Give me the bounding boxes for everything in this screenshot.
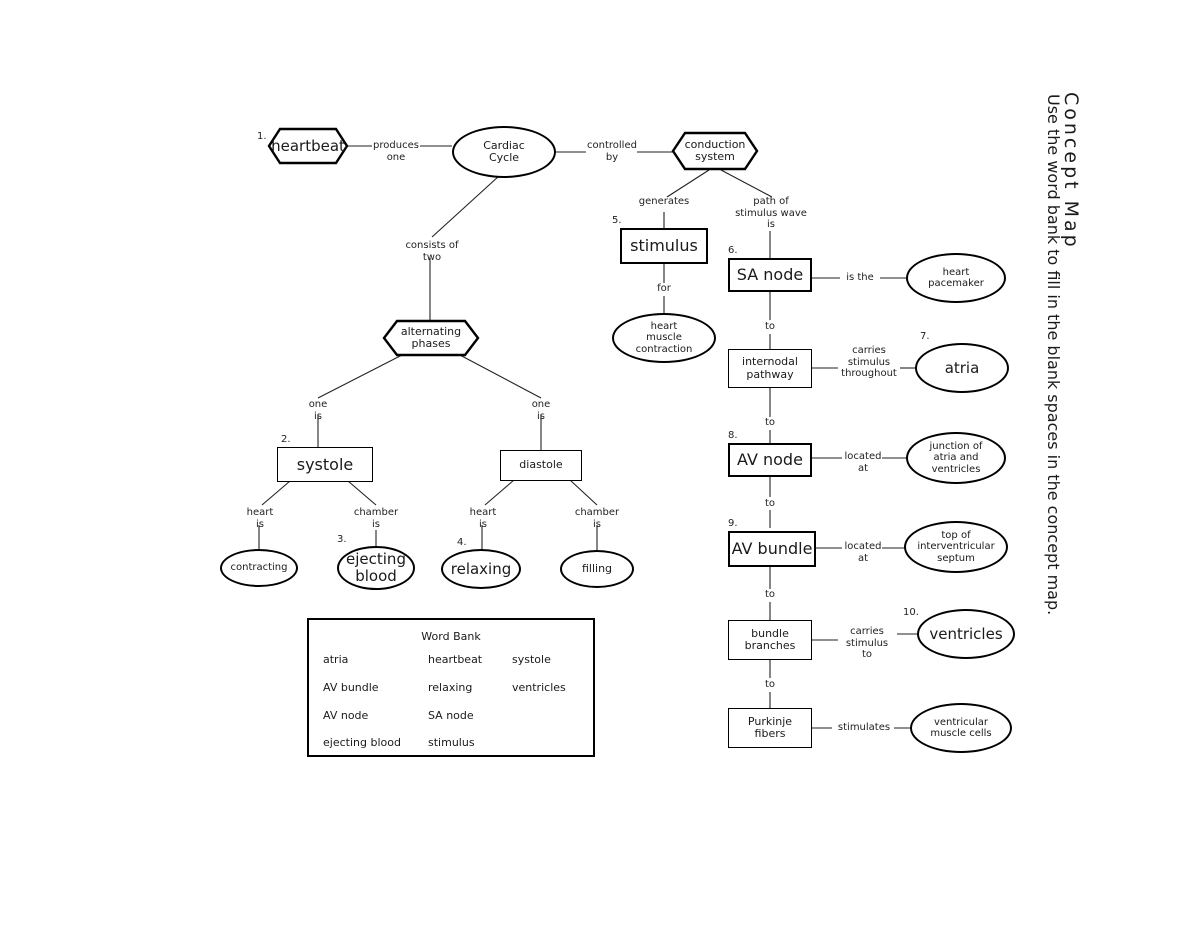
- node-contracting[interactable]: contracting: [220, 549, 298, 587]
- node-sa-node[interactable]: SA node: [728, 258, 812, 292]
- link-to-3: to: [764, 498, 776, 509]
- blank-number-10: 10.: [903, 607, 919, 618]
- node-stimulus[interactable]: stimulus: [620, 228, 708, 264]
- link-is-the: is the: [846, 272, 874, 283]
- node-systole-label: systole: [296, 454, 354, 474]
- node-atria-label: atria: [944, 358, 980, 377]
- word-bank-item: ejecting blood: [323, 736, 401, 749]
- link-to-4: to: [764, 589, 776, 600]
- node-cardiac-cycle[interactable]: Cardiac Cycle: [452, 126, 556, 178]
- node-diastole[interactable]: diastole: [500, 450, 582, 481]
- link-path-of-stimulus-wave: path of stimulus wave is: [735, 196, 807, 230]
- node-ventricular-muscle-cells[interactable]: ventricular muscle cells: [910, 703, 1012, 753]
- node-ejecting-blood[interactable]: ejecting blood: [337, 546, 415, 590]
- node-ejecting-blood-label: ejecting blood: [346, 550, 406, 585]
- link-to-2: to: [764, 417, 776, 428]
- page-heading: Concept Map: [1060, 92, 1082, 250]
- link-to-1: to: [764, 321, 776, 332]
- word-bank-item: SA node: [428, 709, 474, 722]
- node-av-node[interactable]: AV node: [728, 443, 812, 477]
- link-chamber-is-1: chamber is: [353, 507, 399, 530]
- node-interventricular-septum-label: top of interventricular septum: [917, 530, 995, 564]
- word-bank-item: AV bundle: [323, 681, 379, 694]
- node-filling[interactable]: filling: [560, 550, 634, 588]
- node-av-node-label: AV node: [737, 450, 803, 470]
- link-located-at-1: located at: [844, 451, 882, 474]
- word-bank-item: atria: [323, 653, 349, 666]
- node-interventricular-septum[interactable]: top of interventricular septum: [904, 521, 1008, 573]
- link-heart-is-2: heart is: [469, 507, 497, 530]
- node-av-bundle[interactable]: AV bundle: [728, 531, 816, 567]
- link-generates: generates: [638, 196, 690, 207]
- link-produces-one: produces one: [373, 140, 419, 163]
- word-bank-title: Word Bank: [421, 630, 481, 643]
- node-internodal-pathway-label: internodal pathway: [742, 355, 798, 381]
- node-heartbeat-label: heartbeat: [271, 136, 345, 155]
- node-diastole-label: diastole: [519, 458, 563, 472]
- link-to-5: to: [764, 679, 776, 690]
- blank-number-3: 3.: [337, 534, 347, 545]
- node-internodal-pathway[interactable]: internodal pathway: [728, 349, 812, 388]
- node-cardiac-cycle-label: Cardiac Cycle: [483, 138, 525, 164]
- node-atria[interactable]: atria: [915, 343, 1009, 393]
- link-controlled-by: controlled by: [587, 140, 637, 163]
- page-subheading-wrap: Use the word bank to fill in the blank s…: [1044, 94, 1063, 615]
- node-av-bundle-label: AV bundle: [731, 539, 813, 559]
- node-heartbeat[interactable]: heartbeat: [267, 127, 349, 165]
- node-junction-atria-ventricles-label: junction of atria and ventricles: [929, 441, 983, 475]
- blank-number-9: 9.: [728, 518, 738, 529]
- node-heart-pacemaker[interactable]: heart pacemaker: [906, 253, 1006, 303]
- node-stimulus-label: stimulus: [630, 236, 698, 256]
- link-carries-stimulus-throughout: carries stimulus throughout: [841, 345, 897, 379]
- word-bank-item: ventricles: [512, 681, 566, 694]
- node-bundle-branches-label: bundle branches: [744, 626, 796, 652]
- node-alternating-phases-label: alternating phases: [400, 324, 462, 350]
- link-stimulates: stimulates: [837, 722, 891, 733]
- blank-number-8: 8.: [728, 430, 738, 441]
- node-bundle-branches[interactable]: bundle branches: [728, 620, 812, 660]
- node-heart-muscle-contraction-label: heart muscle contraction: [635, 321, 693, 355]
- node-filling-label: filling: [581, 561, 613, 575]
- blank-number-2: 2.: [281, 434, 291, 445]
- blank-number-5: 5.: [612, 215, 622, 226]
- word-bank-item: systole: [512, 653, 551, 666]
- page-title: Concept Map: [1060, 92, 1082, 250]
- node-contracting-label: contracting: [230, 562, 288, 574]
- node-purkinje-fibers[interactable]: Purkinje fibers: [728, 708, 812, 748]
- node-ventricular-muscle-cells-label: ventricular muscle cells: [930, 716, 992, 739]
- node-systole[interactable]: systole: [277, 447, 373, 482]
- word-bank-item: AV node: [323, 709, 369, 722]
- node-conduction-system-label: conduction system: [684, 137, 746, 163]
- node-heart-pacemaker-label: heart pacemaker: [928, 266, 984, 289]
- link-located-at-2: located at: [844, 541, 882, 564]
- blank-number-1: 1.: [257, 131, 267, 142]
- blank-number-7: 7.: [920, 331, 930, 342]
- node-relaxing[interactable]: relaxing: [441, 549, 521, 589]
- node-heart-muscle-contraction[interactable]: heart muscle contraction: [612, 313, 716, 363]
- link-chamber-is-2: chamber is: [574, 507, 620, 530]
- blank-number-4: 4.: [457, 537, 467, 548]
- link-one-is-right: one is: [531, 399, 551, 422]
- link-one-is-left: one is: [308, 399, 328, 422]
- node-conduction-system[interactable]: conduction system: [671, 131, 759, 171]
- page-subtitle: Use the word bank to fill in the blank s…: [1044, 94, 1063, 616]
- word-bank-item: relaxing: [428, 681, 473, 694]
- link-heart-is-1: heart is: [246, 507, 274, 530]
- node-relaxing-label: relaxing: [450, 559, 512, 578]
- node-junction-atria-ventricles[interactable]: junction of atria and ventricles: [906, 432, 1006, 484]
- word-bank-item: heartbeat: [428, 653, 483, 666]
- blank-number-6: 6.: [728, 245, 738, 256]
- node-purkinje-fibers-label: Purkinje fibers: [747, 714, 793, 740]
- link-carries-stimulus-to: carries stimulus to: [845, 626, 889, 660]
- word-bank-item: stimulus: [428, 736, 475, 749]
- node-sa-node-label: SA node: [736, 265, 804, 285]
- link-consists-of-two: consists of two: [405, 240, 459, 263]
- node-alternating-phases[interactable]: alternating phases: [382, 319, 480, 357]
- word-bank: Word Bank atria AV bundle AV node ejecti…: [307, 618, 595, 757]
- node-ventricles-label: ventricles: [929, 624, 1003, 643]
- link-for: for: [657, 283, 671, 294]
- node-ventricles[interactable]: ventricles: [917, 609, 1015, 659]
